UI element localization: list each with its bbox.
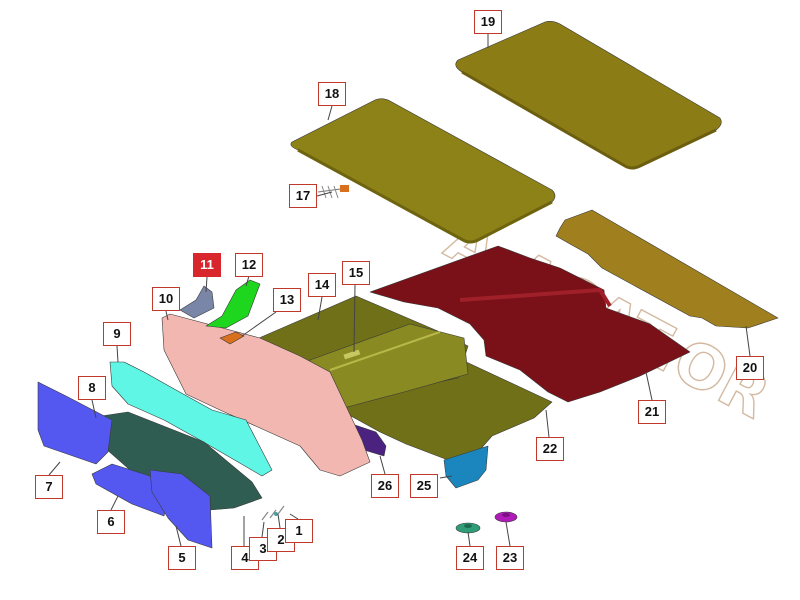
- part-5-door-panel[interactable]: [149, 469, 213, 549]
- callout-14[interactable]: 14: [308, 273, 336, 297]
- callout-8[interactable]: 8: [78, 376, 106, 400]
- part-5-shape: [149, 469, 213, 549]
- part-22-center-mat[interactable]: [339, 359, 553, 461]
- callout-7[interactable]: 7: [35, 475, 63, 499]
- part-8-sill-panel[interactable]: [87, 411, 263, 511]
- part-22-shape: [339, 359, 553, 461]
- part-19-rear-headliner[interactable]: [455, 21, 722, 170]
- part-10-side-trim[interactable]: [161, 313, 371, 477]
- callout-26[interactable]: 26: [371, 474, 399, 498]
- callout-21[interactable]: 21: [638, 400, 666, 424]
- part-13-bracket[interactable]: [219, 331, 245, 345]
- callout-22[interactable]: 22: [536, 437, 564, 461]
- callout-6[interactable]: 6: [97, 510, 125, 534]
- part-12-shape: [205, 279, 261, 329]
- callout-1[interactable]: 1: [285, 519, 313, 543]
- part-20-rear-floor-mat[interactable]: [555, 209, 779, 329]
- part-17-fastener[interactable]: [317, 185, 349, 199]
- callout-19[interactable]: 19: [474, 10, 502, 34]
- leader-lines: [48, 34, 751, 547]
- part-21-shape: [369, 245, 691, 403]
- part-23-clip[interactable]: [494, 511, 518, 523]
- part-7-door-panel[interactable]: [37, 381, 113, 465]
- part-11-bracket[interactable]: [179, 285, 215, 319]
- callout-24[interactable]: 24: [456, 546, 484, 570]
- callout-23[interactable]: 23: [496, 546, 524, 570]
- part-17-head: [340, 185, 349, 192]
- part-24-clip[interactable]: [455, 522, 481, 534]
- callout-9[interactable]: 9: [103, 322, 131, 346]
- callout-18[interactable]: 18: [318, 82, 346, 106]
- part-9-shape: [109, 361, 273, 477]
- callout-25[interactable]: 25: [410, 474, 438, 498]
- part-20-shape: [555, 209, 779, 329]
- part-21-floor-carpet[interactable]: [369, 245, 691, 403]
- callout-15[interactable]: 15: [342, 261, 370, 285]
- part-25-blue-pad[interactable]: [443, 445, 489, 489]
- part-11-shape: [179, 285, 215, 319]
- callout-20[interactable]: 20: [736, 356, 764, 380]
- callout-13[interactable]: 13: [273, 288, 301, 312]
- part-25-shape: [443, 445, 489, 489]
- part-8-shape: [87, 411, 263, 511]
- callout-17[interactable]: 17: [289, 184, 317, 208]
- part-12-bracket[interactable]: [205, 279, 261, 329]
- callout-5[interactable]: 5: [168, 546, 196, 570]
- part-10-shape: [161, 313, 371, 477]
- callout-12[interactable]: 12: [235, 253, 263, 277]
- part-13-shape: [219, 331, 245, 345]
- part-9-insulation-panel[interactable]: [109, 361, 273, 477]
- callout-10[interactable]: 10: [152, 287, 180, 311]
- part-7-shape: [37, 381, 113, 465]
- part-1-3-fasteners[interactable]: [261, 505, 285, 521]
- part-18-front-headliner[interactable]: [290, 98, 556, 244]
- callout-11[interactable]: 11: [193, 253, 221, 277]
